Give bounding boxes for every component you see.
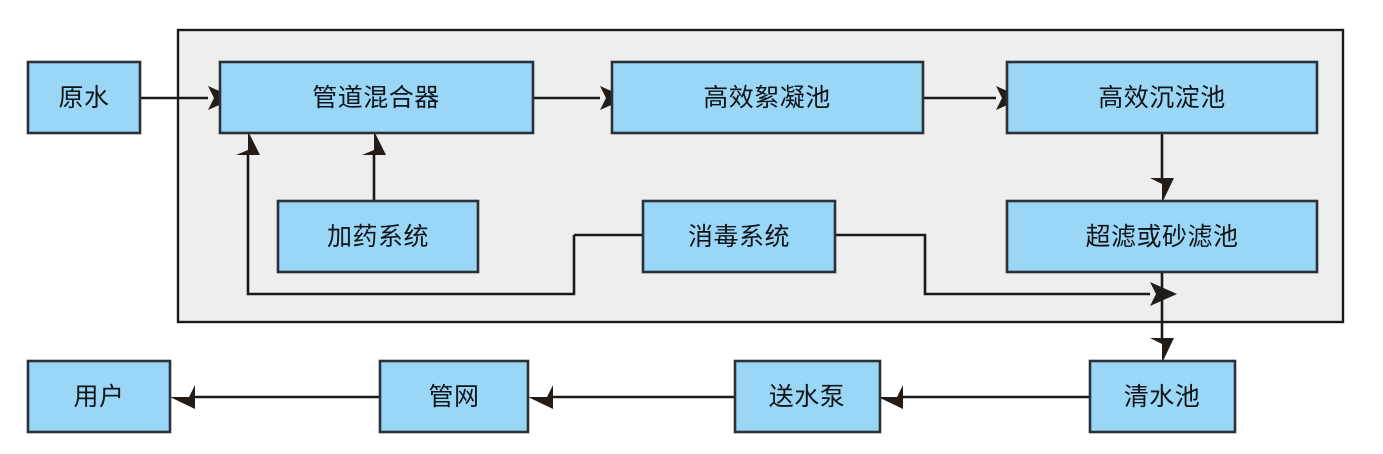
node-pipe-mixer-label: 管道混合器 (312, 83, 440, 112)
edge-sedimentation-to-filtration (1150, 133, 1174, 203)
node-users-box[interactable] (26, 359, 172, 434)
node-clear-well-label: 清水池 (1124, 382, 1201, 411)
node-clear-well-box[interactable] (1088, 359, 1237, 434)
edge-disinfection-to-filtration-outlet (835, 233, 1177, 306)
node-raw-water[interactable]: 原水 (26, 60, 142, 135)
node-disinfection-box[interactable] (641, 199, 837, 274)
node-pipe-mixer-box[interactable] (218, 60, 535, 135)
node-raw-water-label: 原水 (58, 83, 109, 112)
node-dosing-system-box[interactable] (276, 199, 480, 274)
node-water-pump[interactable]: 送水泵 (733, 359, 882, 434)
node-flocculation-box[interactable] (610, 60, 925, 135)
node-water-pump-box[interactable] (733, 359, 882, 434)
node-flocculation[interactable]: 高效絮凝池 (610, 60, 925, 135)
node-clear-well[interactable]: 清水池 (1088, 359, 1237, 434)
node-raw-water-box[interactable] (26, 60, 142, 135)
node-sedimentation-box[interactable] (1005, 60, 1319, 135)
node-dosing-system-label: 加药系统 (327, 222, 429, 251)
edge-pump-to-network (528, 385, 735, 409)
edge-filtration-to-clear-well (1150, 272, 1174, 363)
node-disinfection[interactable]: 消毒系统 (641, 199, 837, 274)
node-sedimentation[interactable]: 高效沉淀池 (1005, 60, 1319, 135)
node-filtration[interactable]: 超滤或砂滤池 (1005, 199, 1319, 274)
edge-network-to-users (170, 385, 380, 409)
node-disinfection-label: 消毒系统 (688, 222, 790, 251)
node-users-label: 用户 (73, 382, 124, 411)
edge-dosing-to-mixer (362, 131, 386, 201)
node-flocculation-label: 高效絮凝池 (703, 83, 831, 112)
node-users[interactable]: 用户 (26, 359, 172, 434)
node-water-pump-label: 送水泵 (769, 382, 846, 411)
node-pipe-network[interactable]: 管网 (378, 359, 530, 434)
node-pipe-network-box[interactable] (378, 359, 530, 434)
edge-disinfection-to-mixer (236, 131, 576, 296)
edge-clear-well-to-pump (878, 385, 1090, 409)
node-pipe-network-label: 管网 (428, 382, 479, 411)
node-pipe-mixer[interactable]: 管道混合器 (218, 60, 535, 135)
node-filtration-label: 超滤或砂滤池 (1085, 222, 1238, 251)
node-dosing-system[interactable]: 加药系统 (276, 199, 480, 274)
node-sedimentation-label: 高效沉淀池 (1098, 83, 1226, 112)
node-filtration-box[interactable] (1005, 199, 1319, 274)
